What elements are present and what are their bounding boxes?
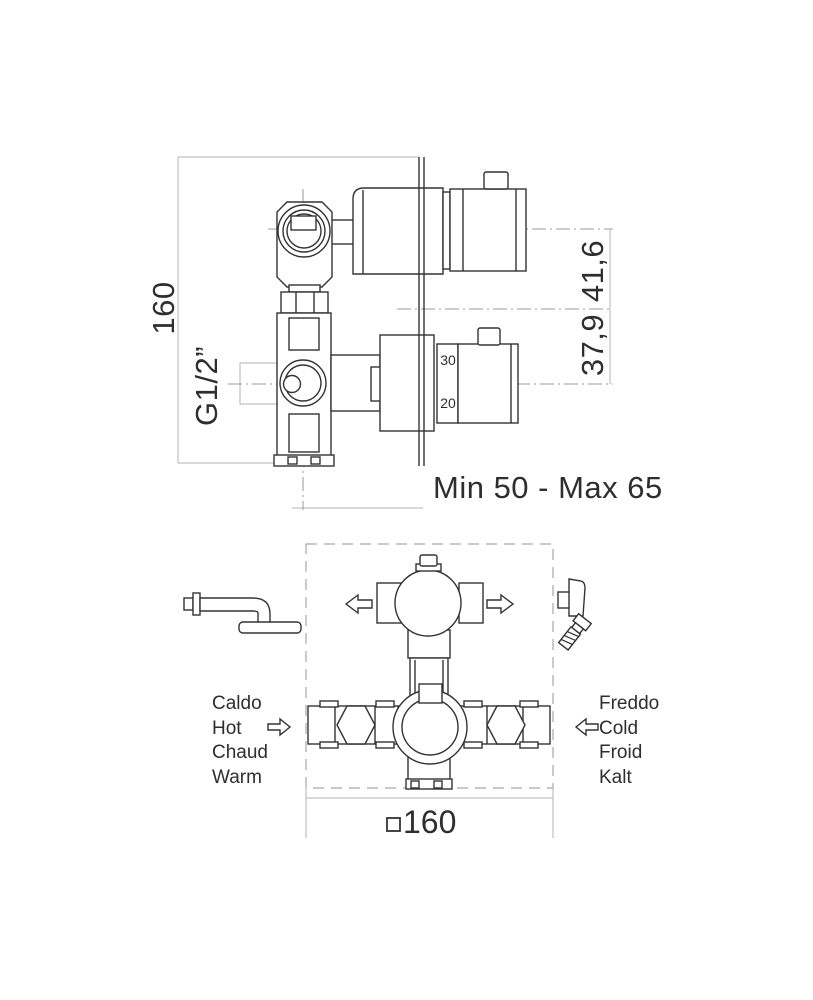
upper-stem: [329, 219, 355, 245]
diverter-knob[interactable]: [449, 188, 527, 272]
hot-label-it: Caldo: [212, 693, 262, 714]
diverter-knob-front[interactable]: [394, 569, 462, 637]
temp-scale-30-label: 30: [440, 352, 456, 368]
overhead-shower-icon: [183, 592, 302, 634]
front-thermostat-assembly: [307, 683, 551, 790]
elbow-port-notch: [290, 215, 317, 231]
temp-scale-20-label: 20: [440, 395, 456, 411]
cold-label-fr: Froid: [599, 742, 643, 763]
front-view-drawing: [183, 543, 599, 838]
temperature-knob[interactable]: [457, 343, 519, 424]
hot-label-fr: Chaud: [212, 742, 268, 763]
hex-connector-nut: [280, 291, 329, 314]
cold-label-en: Cold: [599, 717, 639, 739]
wall-plate: [418, 157, 425, 466]
temperature-knob-button[interactable]: [477, 327, 501, 346]
outlet-arrow-right-icon: [486, 593, 515, 615]
cold-water-labels: Freddo Cold Froid Kalt: [599, 692, 659, 790]
upper-knob-depth-label: 41,6: [575, 239, 610, 303]
front-diverter-assembly: [344, 554, 515, 709]
hex-nut-right: [486, 705, 526, 745]
side-view-drawing: [177, 156, 613, 510]
hot-water-labels: Caldo Hot Chaud Warm: [212, 692, 268, 790]
outlet-arrow-left-icon: [344, 593, 373, 615]
hot-label-de: Warm: [212, 766, 262, 788]
hot-inlet-arrow-icon: [267, 717, 292, 737]
side-view-dimension-lines: [177, 156, 611, 509]
plate-size-label: 160: [403, 804, 457, 840]
front-view-dimension-lines: [305, 788, 554, 838]
lower-knob-depth-label: 37,9: [575, 313, 610, 377]
hex-nut-left: [336, 705, 376, 745]
side-view-valve-body: [273, 157, 527, 467]
cold-label-it: Freddo: [599, 693, 660, 714]
height-dimension-label: 160: [146, 281, 181, 335]
column-foot: [273, 454, 335, 467]
diverter-knob-button[interactable]: [483, 171, 509, 190]
thread-size-label: G1/2”: [189, 345, 224, 427]
cold-inlet-arrow-icon: [574, 717, 599, 737]
square-symbol-icon: [386, 817, 401, 832]
cold-label-de: Kalt: [599, 766, 632, 788]
hand-shower-icon: [557, 578, 593, 651]
diverter-housing: [352, 187, 444, 275]
wall-flange: [379, 334, 435, 432]
installation-depth-range-label: Min 50 - Max 65: [433, 470, 663, 505]
hot-label-en: Hot: [212, 717, 242, 739]
